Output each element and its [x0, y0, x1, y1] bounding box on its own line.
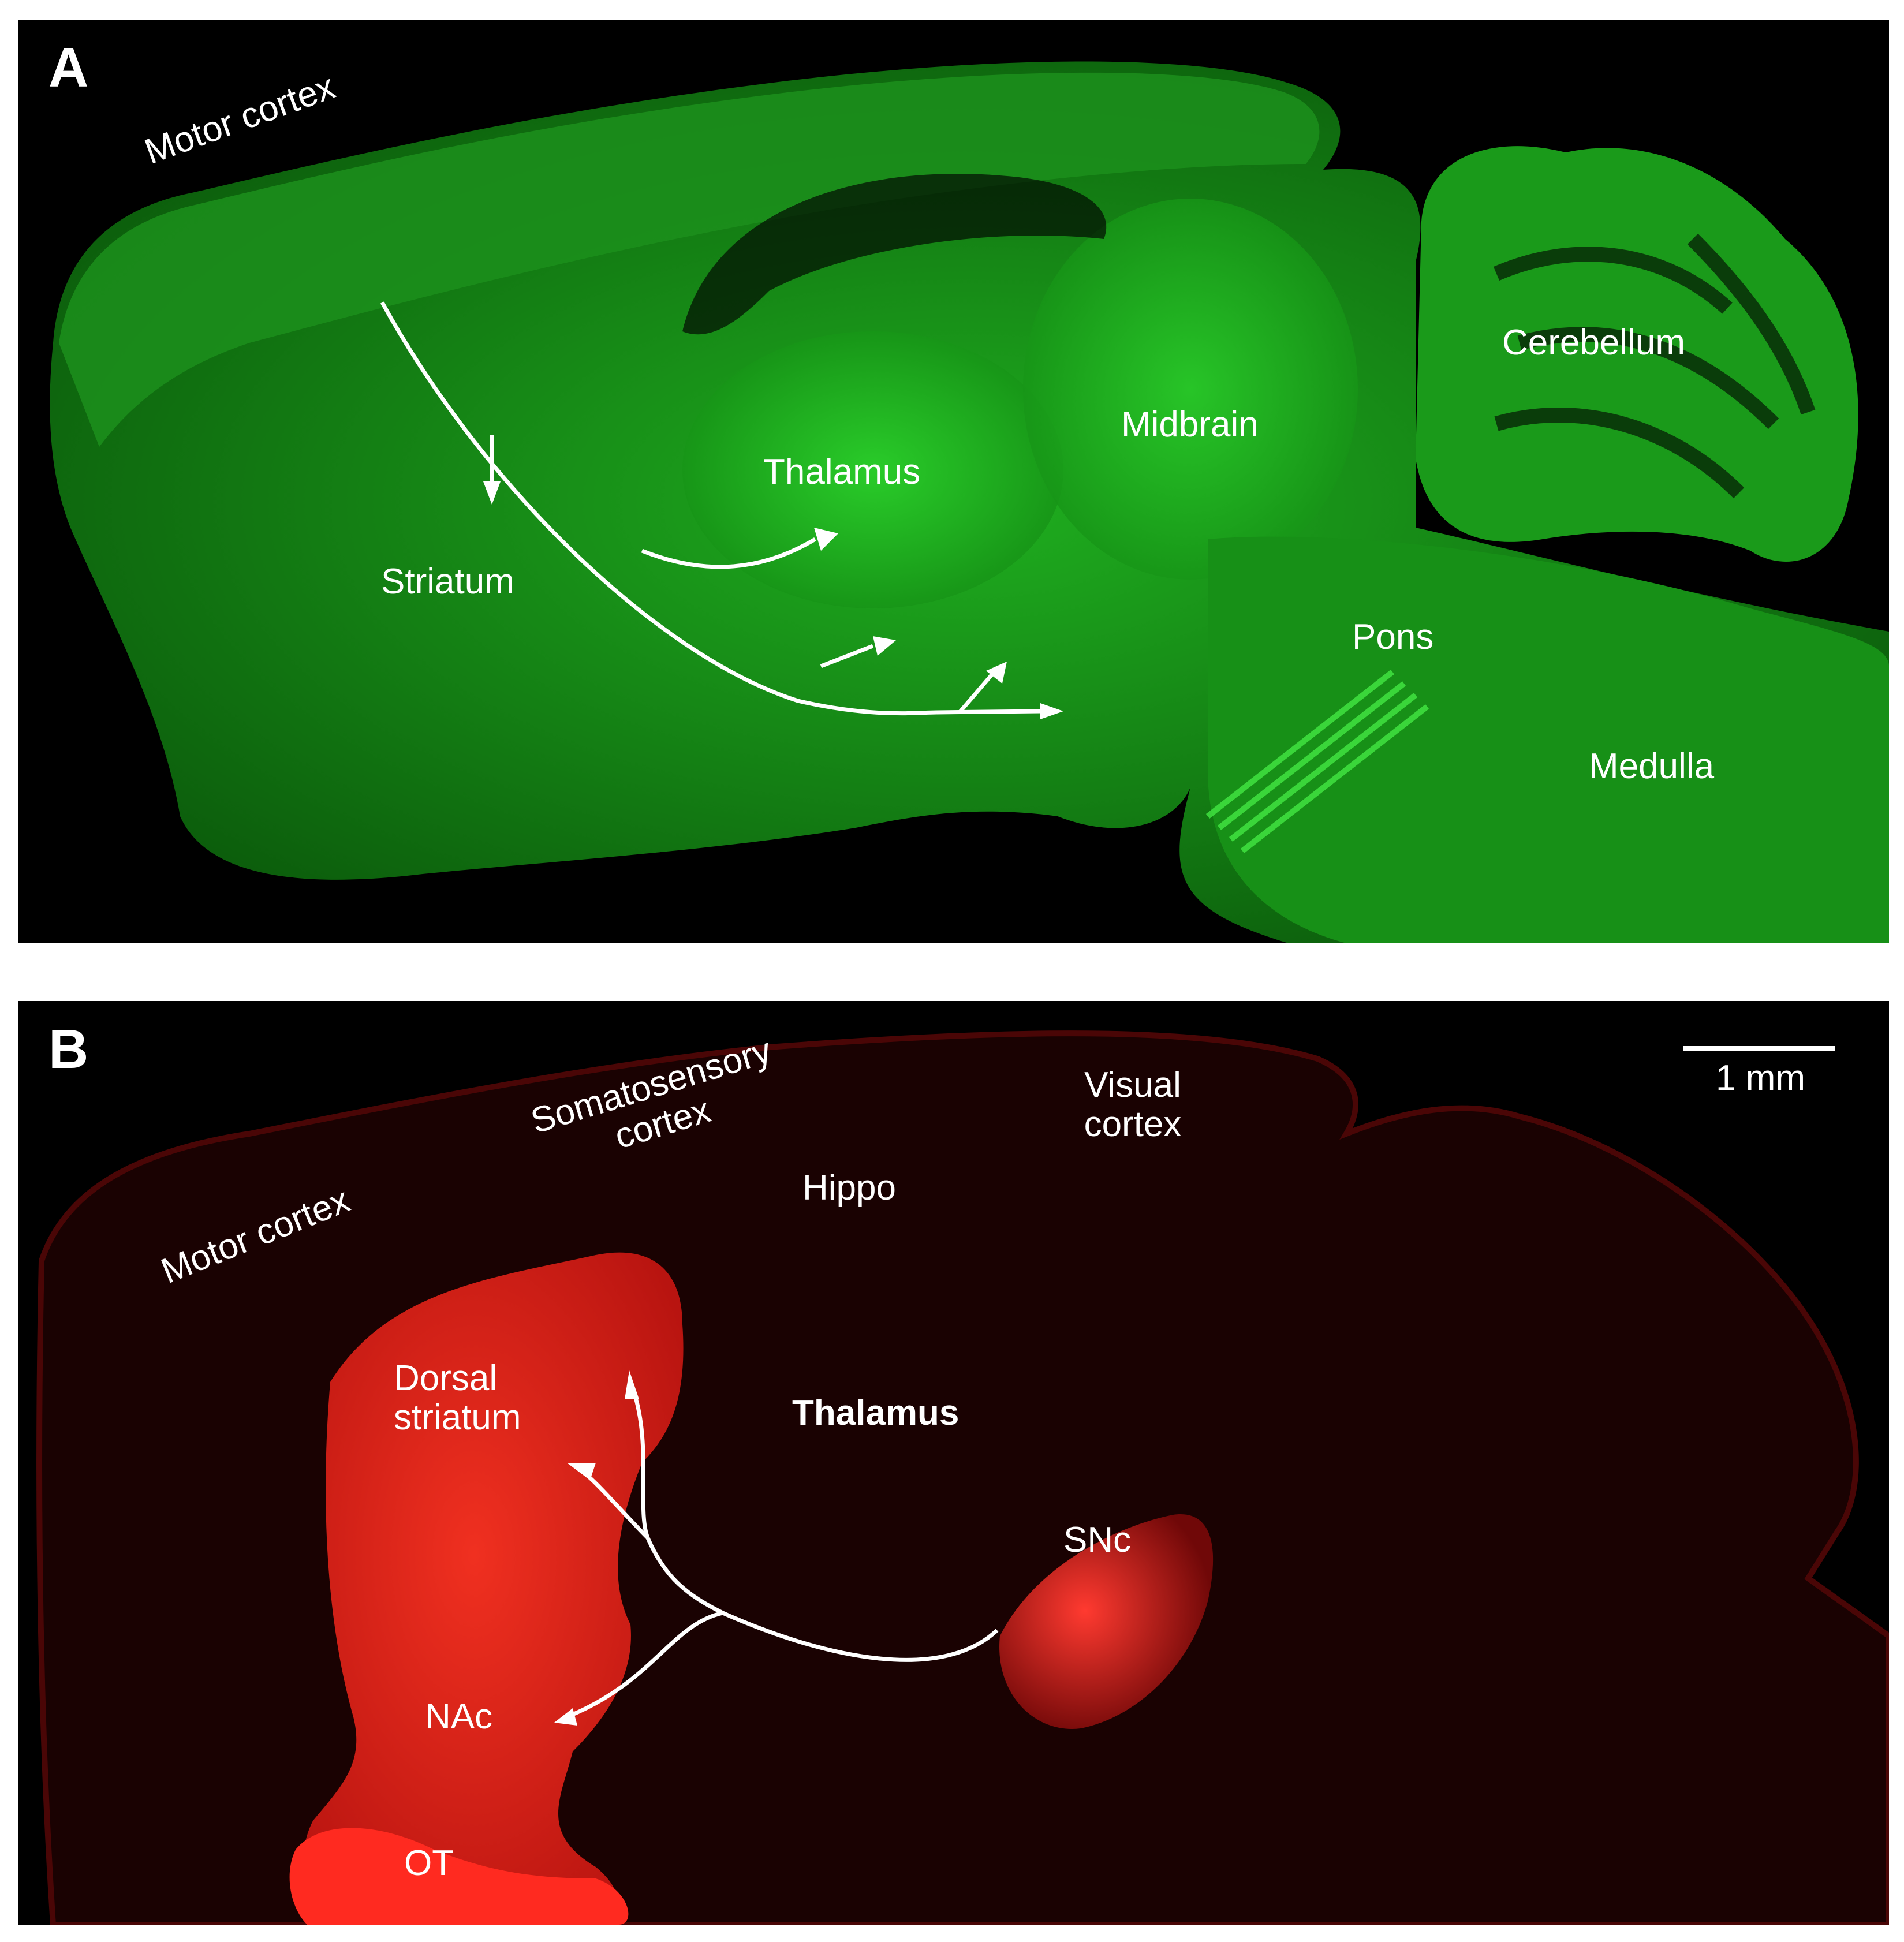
panel-a: A Motor cortex Thalamus Midbrain Cerebel… — [18, 20, 1889, 943]
panel-a-thalamus-region — [682, 331, 1063, 608]
panel-b-arrowheads — [554, 1370, 639, 1726]
label-ot: OT — [404, 1843, 454, 1883]
label-thalamus-a: Thalamus — [763, 452, 921, 492]
label-snc: SNc — [1063, 1520, 1132, 1560]
panel-a-letter: A — [48, 37, 89, 99]
label-pons: Pons — [1352, 617, 1434, 657]
scale-bar-label: 1 mm — [1716, 1058, 1805, 1098]
label-visual-line2: cortex — [1084, 1104, 1182, 1145]
panel-b-letter: B — [48, 1018, 89, 1080]
panel-a-cerebellum — [1416, 146, 1858, 562]
panel-a-cerebellum-folia — [1493, 233, 1816, 499]
panel-b-striatum-region — [302, 1252, 684, 1925]
panel-a-brain-image — [50, 61, 1889, 943]
label-dorsal-line1: Dorsal — [394, 1358, 498, 1398]
label-thalamus-b: Thalamus — [792, 1393, 960, 1433]
panel-b-tissue-outline — [36, 1030, 1889, 1925]
label-midbrain: Midbrain — [1121, 405, 1259, 445]
panel-b-ot-region — [289, 1828, 629, 1925]
panel-a-brainstem — [1208, 536, 1889, 943]
panel-a-cortex-band — [59, 72, 1320, 447]
label-medulla: Medulla — [1589, 746, 1715, 786]
label-visual-line1: Visual — [1084, 1065, 1181, 1105]
label-visual-cortex: Visual cortex — [1069, 1065, 1196, 1145]
label-striatum: Striatum — [381, 562, 514, 602]
label-nac: NAc — [425, 1697, 493, 1736]
label-dorsal-line2: striatum — [394, 1398, 521, 1438]
panel-a-midbrain-region — [1023, 199, 1358, 580]
label-cerebellum: Cerebellum — [1502, 323, 1686, 363]
scale-bar — [1683, 1046, 1835, 1051]
panel-b-brain-image — [36, 1030, 1889, 1925]
label-dorsal-striatum: Dorsal striatum — [394, 1358, 521, 1438]
panel-a-pontine-fibers — [1205, 670, 1429, 853]
label-hippo: Hippo — [802, 1168, 896, 1208]
panel-b-snc-region — [999, 1514, 1214, 1729]
panel-a-arrowheads — [483, 481, 1063, 719]
panel-b: B 1 mm Motor cortex Somatosensory cortex… — [18, 1001, 1889, 1925]
panel-a-hippocampus — [682, 174, 1107, 335]
panel-a-projection-arrows — [380, 301, 1041, 716]
